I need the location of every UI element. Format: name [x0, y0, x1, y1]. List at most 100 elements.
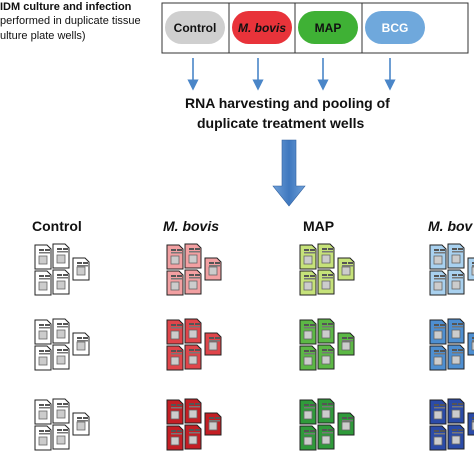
tube-text-mark: [171, 430, 176, 432]
treatment-label: MAP: [315, 21, 342, 35]
tube-text-mark: [472, 265, 474, 267]
tube-label: [303, 281, 313, 291]
tube-label: [170, 410, 180, 420]
tube-text-mark: [434, 353, 445, 355]
tube-text-mark: [63, 248, 68, 250]
tube-label: [38, 255, 48, 265]
tube-text-mark: [322, 251, 333, 253]
infection-note-line1: performed in duplicate tissue: [0, 15, 141, 27]
tube-label: [341, 341, 351, 351]
tube-text-mark: [434, 275, 439, 277]
tube-label: [56, 435, 66, 445]
tube-text-mark: [209, 265, 220, 267]
tube-text-mark: [77, 337, 82, 339]
tube-label: [451, 280, 461, 290]
tube-text-mark: [63, 403, 68, 405]
tube-text-mark: [440, 350, 445, 352]
tube-text-mark: [195, 349, 200, 351]
tube-text-mark: [304, 430, 309, 432]
treatment-pill: [165, 11, 225, 44]
tube-label: [451, 254, 461, 264]
tube-label: [56, 280, 66, 290]
tube-text-mark: [177, 249, 182, 251]
tube-label: [170, 255, 180, 265]
treatment-pill-2: MAP: [298, 11, 358, 44]
tube-text-mark: [322, 323, 327, 325]
tube-text-mark: [472, 337, 474, 339]
tube-text-mark: [63, 323, 68, 325]
tube-text-mark: [83, 262, 88, 264]
tube-text-mark: [177, 324, 182, 326]
tube-label: [303, 410, 313, 420]
tube-text-mark: [310, 249, 315, 251]
tube-text-mark: [39, 252, 50, 254]
tube-text-mark: [458, 274, 463, 276]
tube-text-mark: [342, 420, 353, 422]
tube-text-mark: [177, 275, 182, 277]
tube-text-mark: [45, 350, 50, 352]
tube-label: [321, 435, 331, 445]
tube-text-mark: [171, 433, 182, 435]
tube-label: [170, 356, 180, 366]
tube-text-mark: [322, 274, 327, 276]
tube-text-mark: [77, 262, 82, 264]
tube-text-mark: [342, 340, 353, 342]
tube-cluster-3-1: [429, 318, 474, 371]
tube-label: [38, 330, 48, 340]
tube-text-mark: [209, 337, 214, 339]
tube-text-mark: [189, 251, 200, 253]
tube-text-mark: [39, 433, 50, 435]
tube-text-mark: [57, 251, 68, 253]
tube-text-mark: [189, 323, 194, 325]
tube-text-mark: [209, 417, 214, 419]
tube-text-mark: [177, 430, 182, 432]
tube-text-mark: [322, 432, 333, 434]
tube-text-mark: [57, 326, 68, 328]
tube-text-mark: [440, 404, 445, 406]
tube-label: [451, 409, 461, 419]
tube-text-mark: [189, 349, 194, 351]
tube-label: [38, 356, 48, 366]
tube-text-mark: [83, 417, 88, 419]
tube-text-mark: [171, 350, 176, 352]
tube-label: [471, 341, 474, 351]
tube-text-mark: [171, 327, 182, 329]
tube-text-mark: [304, 252, 315, 254]
tube-text-mark: [452, 274, 457, 276]
tube-text-mark: [328, 403, 333, 405]
tube-text-mark: [304, 353, 315, 355]
tube-text-mark: [434, 324, 439, 326]
tube-text-mark: [322, 429, 327, 431]
tube-text-mark: [434, 407, 445, 409]
tube-text-mark: [322, 352, 333, 354]
tube-label: [38, 436, 48, 446]
tube-text-mark: [195, 429, 200, 431]
rna-step-line1: RNA harvesting and pooling of: [185, 95, 390, 111]
tube-text-mark: [434, 249, 439, 251]
tube-label: [188, 280, 198, 290]
tube-label: [56, 329, 66, 339]
tube-text-mark: [189, 274, 194, 276]
tube-text-mark: [171, 324, 176, 326]
tube-text-mark: [57, 406, 68, 408]
tube-text-mark: [452, 277, 463, 279]
tube-label: [321, 329, 331, 339]
tube-text-mark: [322, 248, 327, 250]
tube-text-mark: [57, 274, 62, 276]
tube-text-mark: [304, 249, 309, 251]
tube-text-mark: [57, 277, 68, 279]
tube-label: [56, 355, 66, 365]
tube-text-mark: [177, 404, 182, 406]
tube-label: [433, 255, 443, 265]
tube-text-mark: [189, 432, 200, 434]
big-down-arrow: [272, 139, 306, 207]
tube-text-mark: [304, 350, 309, 352]
tube-text-mark: [45, 430, 50, 432]
tube-label: [321, 280, 331, 290]
tube-text-mark: [440, 430, 445, 432]
tube-text-mark: [189, 406, 200, 408]
tube-text-mark: [171, 249, 176, 251]
treatment-pill-0: Control: [165, 11, 225, 44]
tube-label: [451, 435, 461, 445]
tube-text-mark: [452, 403, 457, 405]
